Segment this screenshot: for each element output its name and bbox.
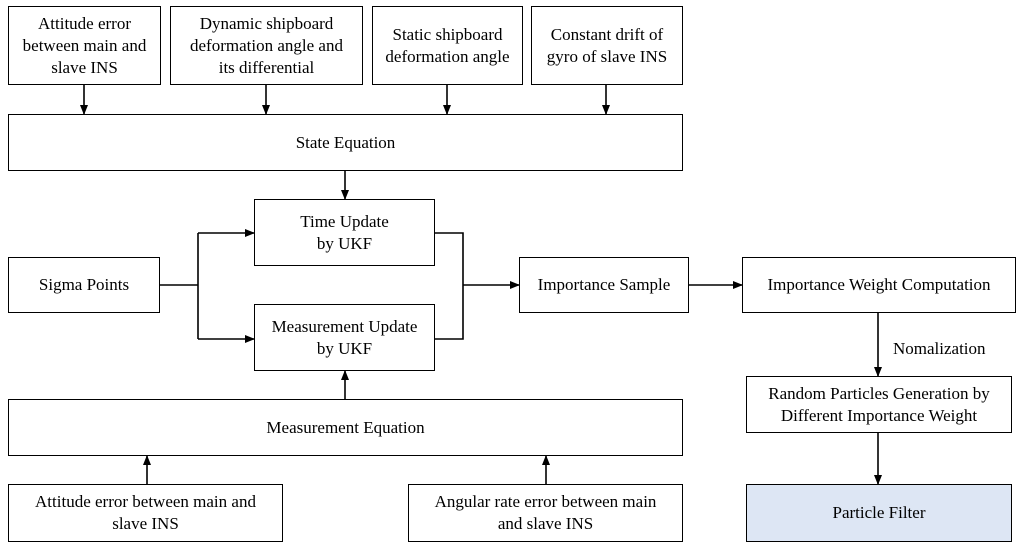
box-importance-weight: Importance Weight Computation bbox=[742, 257, 1016, 313]
box-attitude-error-bottom: Attitude error between main and slave IN… bbox=[8, 484, 283, 542]
box-constant-drift: Constant drift of gyro of slave INS bbox=[531, 6, 683, 85]
box-sigma-points: Sigma Points bbox=[8, 257, 160, 313]
box-measurement-equation: Measurement Equation bbox=[8, 399, 683, 456]
box-dynamic-deformation: Dynamic shipboard deformation angle and … bbox=[170, 6, 363, 85]
box-random-particles: Random Particles Generation by Different… bbox=[746, 376, 1012, 433]
box-static-deformation: Static shipboard deformation angle bbox=[372, 6, 523, 85]
box-attitude-error-top: Attitude error between main and slave IN… bbox=[8, 6, 161, 85]
box-state-equation: State Equation bbox=[8, 114, 683, 171]
box-measurement-update: Measurement Update by UKF bbox=[254, 304, 435, 371]
box-time-update: Time Update by UKF bbox=[254, 199, 435, 266]
box-particle-filter: Particle Filter bbox=[746, 484, 1012, 542]
line-time-update-out bbox=[435, 232, 464, 340]
box-angular-rate-error: Angular rate error between main and slav… bbox=[408, 484, 683, 542]
label-normalization: Nomalization bbox=[893, 339, 986, 358]
box-importance-sample: Importance Sample bbox=[519, 257, 689, 313]
